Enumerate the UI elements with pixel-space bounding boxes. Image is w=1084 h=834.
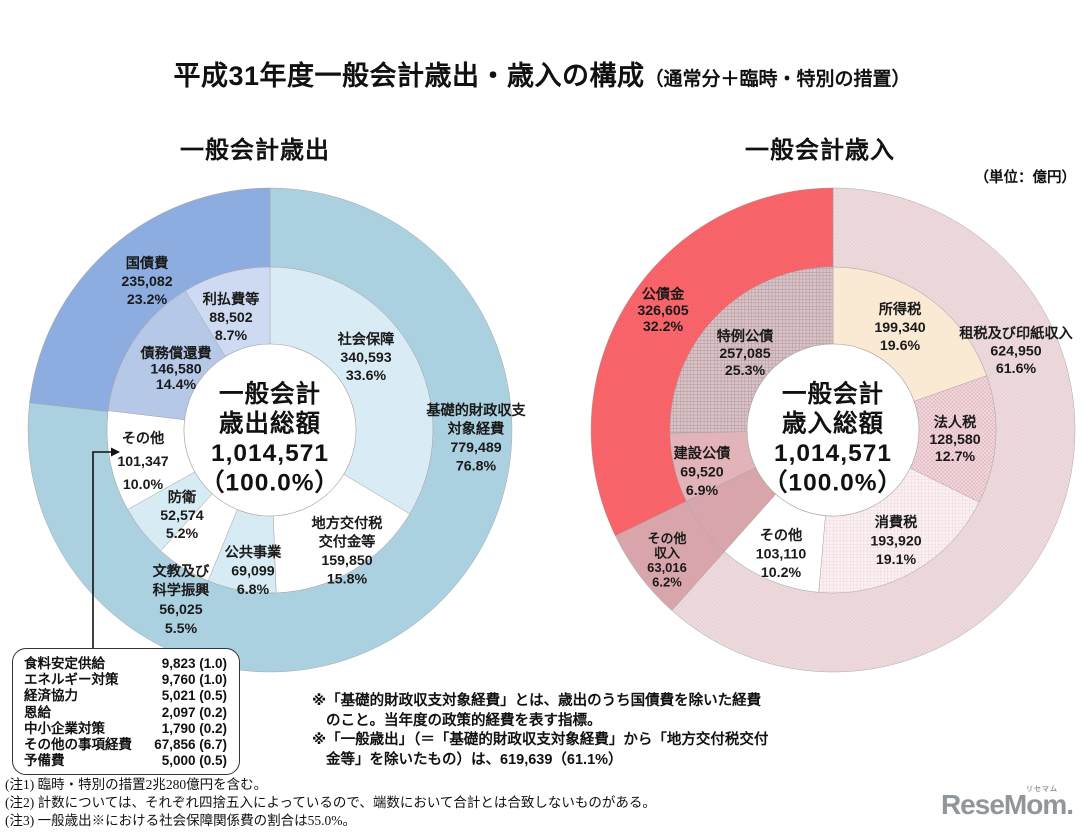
- segment-sozei-texture: [671, 188, 1076, 672]
- callout-row-label: 予備費: [24, 753, 65, 769]
- segment-hojinzei-texture: [910, 375, 997, 503]
- logo-ruby-text: リセマム: [1026, 786, 1058, 793]
- callout-row-label: 経済協力: [24, 688, 78, 704]
- segment-shohizei-texture: [818, 468, 980, 593]
- revenue-chart-title: 一般会計歳入: [745, 137, 895, 164]
- callout-row: 食料安定供給 9,823 (1.0): [24, 656, 227, 672]
- callout-row-value: 9,823 (1.0): [161, 656, 227, 671]
- callout-row: 経済協力 5,021 (0.5): [24, 688, 227, 704]
- donut-hole: [746, 343, 920, 517]
- callout-row-value: 2,097 (0.2): [161, 704, 227, 720]
- footnote: ※「基礎的財政収支対象経費」とは、歳出のうち国債費を除いた経費のこと。当年度の政…: [312, 693, 762, 729]
- callout-list: 食料安定供給 9,823 (1.0) エネルギー対策 9,760 (1.0) 経済協力 5…: [24, 656, 227, 769]
- page-title-suffix: （通常分＋臨時・特別の措置）: [644, 69, 911, 90]
- footnotes-numbered: (注1) 臨時・特別の措置2兆280億円を含む。 (注2) 計数については、それぞ…: [5, 776, 765, 830]
- numbered-note: (注1) 臨時・特別の措置2兆280億円を含む。: [5, 777, 268, 792]
- logo-text: ReseMom: [940, 789, 1067, 820]
- expenditure-chart-title: 一般会計歳出: [180, 137, 330, 164]
- callout-row-value: 1,790 (0.2): [161, 720, 227, 736]
- callout-row-label: 中小企業対策: [24, 720, 105, 736]
- callout-row-label: エネルギー対策: [24, 672, 119, 688]
- callout-row: 中小企業対策 1,790 (0.2): [24, 721, 227, 737]
- callout-row-value: 5,021 (0.5): [161, 688, 227, 704]
- callout-row: エネルギー対策 9,760 (1.0): [24, 672, 227, 688]
- page-title-main: 平成31年度一般会計歳出・歳入の構成: [173, 61, 645, 91]
- callout-row: 予備費 5,000 (0.5): [24, 753, 227, 769]
- callout-row-label: 食料安定供給: [24, 656, 105, 671]
- callout-row-value: 9,760 (1.0): [161, 672, 227, 688]
- unit-label: （単位：億円）: [974, 170, 1077, 186]
- callout-row-label: その他の事項経費: [24, 737, 132, 753]
- callout-box: 食料安定供給 9,823 (1.0) エネルギー対策 9,760 (1.0) 経済協力 5…: [12, 648, 240, 775]
- segment-tokurei-kosai-texture: [670, 267, 833, 434]
- callout-row-value: 67,856 (6.7): [154, 737, 227, 753]
- callout-row-value: 5,000 (0.5): [161, 753, 227, 769]
- donut-hole: [183, 343, 357, 517]
- callout-row-label: 恩給: [24, 704, 51, 720]
- footnote: ※「一般歳出」（＝「基礎的財政収支対象経費」から「地方交付税交付金等」を除いたも…: [312, 732, 769, 768]
- logo-period: .: [1066, 789, 1074, 820]
- callout-arrow: [92, 447, 120, 650]
- page-title: 平成31年度一般会計歳出・歳入の構成（通常分＋臨時・特別の措置）: [0, 54, 1084, 93]
- segment-kosaikin-texture: [590, 188, 833, 536]
- callout-row: その他の事項経費 67,856 (6.7): [24, 737, 227, 753]
- callout-row: 恩給 2,097 (0.2): [24, 705, 227, 721]
- numbered-note: (注3) 一般歳出※における社会保障関係費の割合は55.0%。: [5, 813, 356, 828]
- footnotes-asterisk: ※「基礎的財政収支対象経費」とは、歳出のうち国債費を除いた経費のこと。当年度の政…: [312, 692, 792, 770]
- numbered-note: (注2) 計数については、それぞれ四捨五入によっているので、端数において合計とは…: [5, 795, 656, 810]
